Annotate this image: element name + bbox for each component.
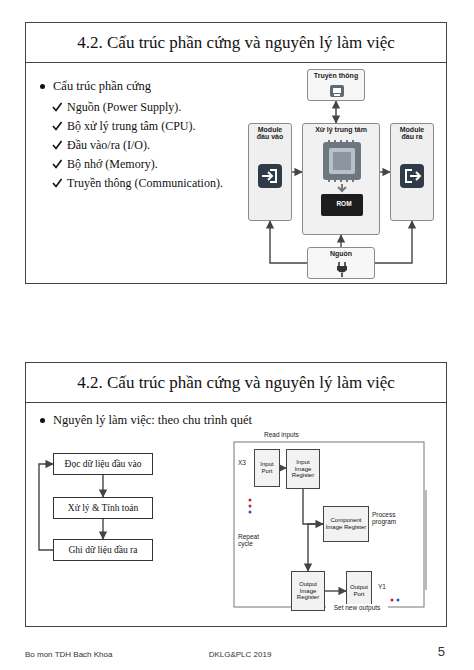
check-mark: [52, 102, 62, 112]
box-label: Xử lý trung tâm: [305, 126, 377, 133]
cpu-box: Xử lý trung tâmROM: [302, 123, 380, 235]
bullet-text: Cấu trúc phần cứng: [53, 79, 151, 94]
box-label: Input Port: [256, 461, 278, 474]
check-mark: [52, 140, 62, 150]
bullet-item: Đầu vào/ra (I/O).: [52, 138, 247, 153]
connector: [102, 519, 103, 539]
connector: [375, 221, 412, 263]
footer-text: DKLG&PLC 2019: [195, 650, 285, 659]
process-box: Xử lý & Tính toán: [53, 497, 153, 519]
slide-frame: 4.2. Cấu trúc phần cứng và nguyên lý làm…: [25, 22, 447, 284]
output-module-box: Module đầu ra: [390, 123, 434, 221]
input-dot: [249, 505, 252, 508]
signal-name: Set new outputs: [326, 604, 388, 611]
page-number: 5: [420, 645, 445, 660]
bullet-text: Nguồn (Power Supply).: [67, 100, 181, 115]
box-label: Output Image Register: [293, 581, 323, 601]
box-label: Xử lý & Tính toán: [68, 503, 138, 513]
pin-name: X3: [238, 459, 250, 466]
check-stroke: [53, 103, 62, 111]
power-box: Nguồn: [307, 247, 375, 279]
connector: [303, 489, 323, 524]
connector: [308, 524, 323, 571]
bullet-item: Cấu trúc phần cứng: [40, 79, 240, 94]
process-box: Đọc dữ liệu đầu vào: [53, 453, 153, 475]
bullet-item: Nguyên lý làm việc: theo chu trình quét: [40, 413, 420, 428]
bullet-item: Bộ nhớ (Memory).: [52, 157, 247, 172]
bullet-text: Truyền thông (Communication).: [67, 176, 223, 191]
box-label: Module đầu ra: [393, 126, 431, 140]
box-label: Truyền thông: [310, 72, 362, 79]
register-box: Input Image Register: [286, 449, 320, 489]
check-stroke: [53, 141, 62, 149]
input-dot: [249, 511, 252, 514]
box-label: Module đầu vào: [251, 126, 289, 140]
box-label: Ghi dữ liệu đầu ra: [69, 545, 138, 555]
check-stroke: [53, 179, 62, 187]
comm-box: Truyền thông: [307, 69, 365, 101]
bullet-dot: [40, 418, 45, 423]
bullet-item: Truyền thông (Communication).: [52, 176, 247, 191]
box-label: Component Image Register: [325, 517, 367, 530]
box-label: Output Port: [348, 584, 370, 597]
bullet-dot: [40, 84, 45, 89]
signal-name: Read inputs: [264, 431, 314, 438]
chip-label: ROM: [329, 200, 359, 207]
register-box: Component Image Register: [323, 506, 369, 542]
check-mark: [52, 159, 62, 169]
connector: [340, 235, 341, 247]
box-label: Nguồn: [310, 250, 372, 257]
slide-title: 4.2. Cấu trúc phần cứng và nguyên lý làm…: [26, 23, 446, 63]
stage-label: Repeat cycle: [238, 533, 268, 548]
bullet-text: Nguyên lý làm việc: theo chu trình quét: [53, 413, 252, 428]
connector: [292, 171, 302, 172]
bullet-item: Nguồn (Power Supply).: [52, 100, 247, 115]
box-label: Đọc dữ liệu đầu vào: [65, 459, 142, 469]
connector: [102, 475, 103, 497]
connector: [380, 171, 390, 172]
input-dot: [249, 499, 252, 502]
footer-text: Bo mon TDH Bach Khoa: [25, 650, 175, 659]
check-stroke: [53, 122, 62, 130]
connector: [39, 464, 53, 550]
bullet-text: Đầu vào/ra (I/O).: [67, 138, 150, 153]
stage-label: Process program: [372, 511, 416, 526]
check-stroke: [53, 160, 62, 168]
input-module-box: Module đầu vào: [248, 123, 292, 221]
check-mark: [52, 121, 62, 131]
process-box: Ghi dữ liệu đầu ra: [53, 539, 153, 561]
schematic-wire: [426, 490, 427, 590]
port-box: Input Port: [254, 449, 280, 487]
check-mark: [52, 178, 62, 188]
schematic-outline: [234, 442, 424, 607]
slide-title: 4.2. Cấu trúc phần cứng và nguyên lý làm…: [26, 363, 446, 403]
connector: [335, 101, 336, 123]
slide-frame: 4.2. Cấu trúc phần cứng và nguyên lý làm…: [25, 362, 447, 627]
pin-name: Y1: [378, 583, 392, 590]
bullet-text: Bộ nhớ (Memory).: [67, 157, 158, 172]
bullet-text: Bộ xử lý trung tâm (CPU).: [67, 119, 196, 134]
bullet-item: Bộ xử lý trung tâm (CPU).: [52, 119, 247, 134]
output-dot: [397, 599, 400, 602]
register-box: Output Image Register: [291, 571, 325, 611]
connector: [325, 590, 346, 591]
box-label: Input Image Register: [288, 459, 318, 479]
output-dot: [391, 599, 394, 602]
